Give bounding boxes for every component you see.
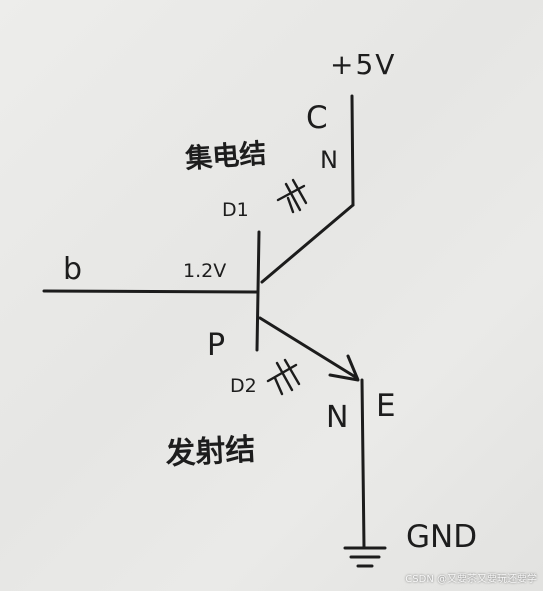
emitter-n-label: N <box>326 400 348 435</box>
diode-d2-label: D2 <box>230 375 257 397</box>
base-wire <box>42 289 259 294</box>
diode-d2-symbol <box>266 358 301 396</box>
emitter-junction-label: 发射结 <box>164 432 257 472</box>
ground-symbol <box>343 546 387 568</box>
emitter-arrow <box>328 354 360 382</box>
collector-n-label: N <box>320 146 338 174</box>
supply-label: +5V <box>330 48 396 81</box>
base-voltage-label: 1.2V <box>183 260 226 282</box>
ground-label: GND <box>406 519 477 555</box>
collector-wire <box>350 94 355 207</box>
circuit-wires <box>42 94 366 549</box>
watermark: CSDN @又要茶又要玩还要学 <box>405 574 537 585</box>
collector-junction-label: 集电结 <box>183 137 267 175</box>
diode-d1-symbol <box>276 178 308 214</box>
collector-label: C <box>306 100 328 136</box>
base-label: b <box>63 252 82 287</box>
base-p-label: P <box>207 328 225 363</box>
emitter-label: E <box>376 388 396 424</box>
emitter-wire <box>360 378 366 549</box>
emitter-diagonal <box>258 316 359 380</box>
diode-d1-label: D1 <box>222 199 249 221</box>
collector-diagonal <box>260 203 355 284</box>
